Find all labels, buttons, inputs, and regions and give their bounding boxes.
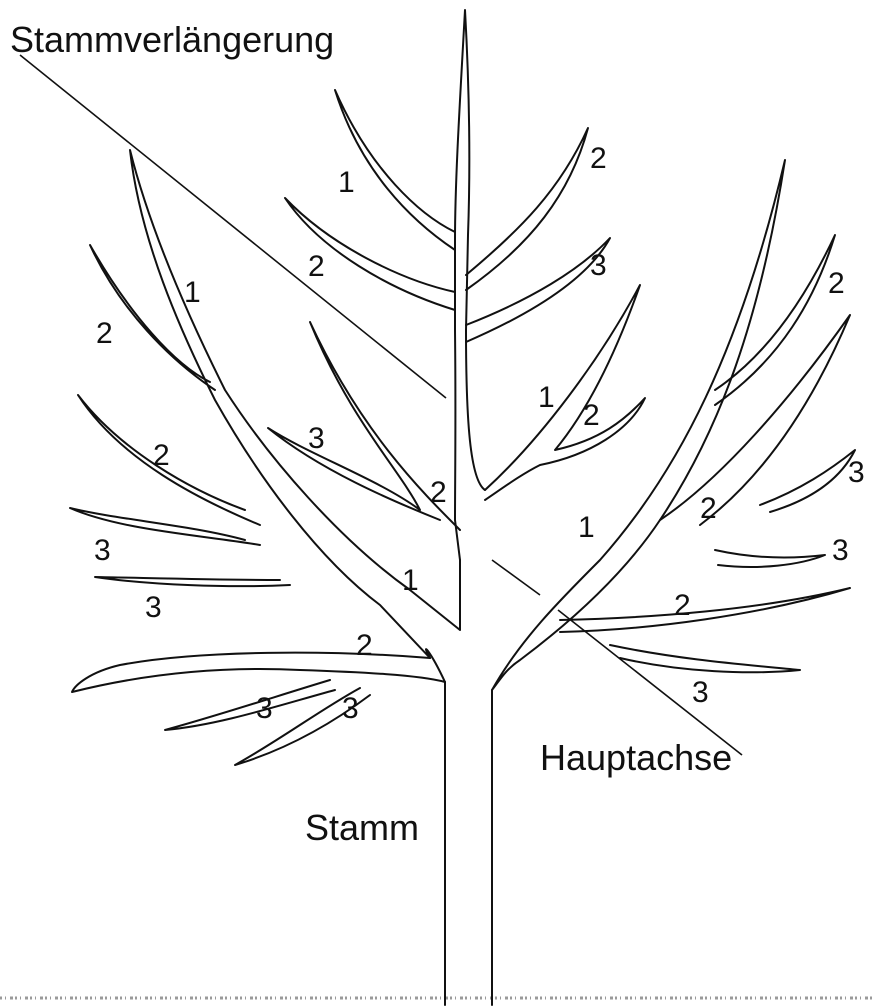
order-number: 3 — [145, 591, 162, 624]
lower-left-sub-3a — [165, 680, 335, 730]
right-sub-branch-3b — [715, 550, 825, 567]
leader-hauptachse — [558, 610, 742, 755]
leader-hauptachse-2 — [492, 560, 540, 595]
central-leader — [455, 10, 485, 560]
order-number: 2 — [153, 439, 170, 472]
mid-right-branch — [485, 285, 645, 500]
order-number: 2 — [96, 317, 113, 350]
label-stammverlaengerung: Stammverlängerung — [10, 19, 334, 60]
upper-right-branch-2 — [466, 238, 610, 342]
order-number: 2 — [674, 589, 691, 622]
order-number: 1 — [184, 276, 201, 309]
upper-right-branch-1 — [466, 128, 588, 290]
left-main-branch — [130, 150, 460, 682]
order-number: 2 — [430, 476, 447, 509]
label-hauptachse: Hauptachse — [540, 737, 732, 778]
right-sub-branch-2-mid — [660, 315, 850, 525]
order-number: 1 — [578, 511, 595, 544]
right-main-branch — [492, 160, 785, 690]
right-sub-branch-2-top — [715, 235, 835, 405]
order-number: 3 — [590, 249, 607, 282]
order-number: 3 — [256, 692, 273, 725]
order-number: 3 — [692, 676, 709, 709]
label-stamm: Stamm — [305, 807, 419, 848]
order-number: 1 — [402, 564, 419, 597]
lower-left-branch — [72, 653, 445, 692]
order-number: 2 — [828, 267, 845, 300]
order-number: 3 — [94, 534, 111, 567]
order-number: 2 — [590, 142, 607, 175]
order-number: 2 — [700, 492, 717, 525]
order-number: 2 — [356, 629, 373, 662]
order-number: 3 — [342, 692, 359, 725]
order-number: 3 — [848, 456, 865, 489]
leader-stammverlaengerung — [20, 55, 446, 398]
order-number: 2 — [308, 250, 325, 283]
trunk-outline — [445, 682, 492, 1005]
left-sub-branch-3b — [95, 577, 290, 586]
order-number: 1 — [338, 166, 355, 199]
order-number: 3 — [308, 422, 325, 455]
right-lower-sub-3 — [610, 645, 800, 672]
right-lower-branch-2 — [560, 588, 850, 632]
order-number: 3 — [832, 534, 849, 567]
order-number: 2 — [583, 399, 600, 432]
right-sub-branch-3a — [760, 450, 855, 512]
order-number: 1 — [538, 381, 555, 414]
